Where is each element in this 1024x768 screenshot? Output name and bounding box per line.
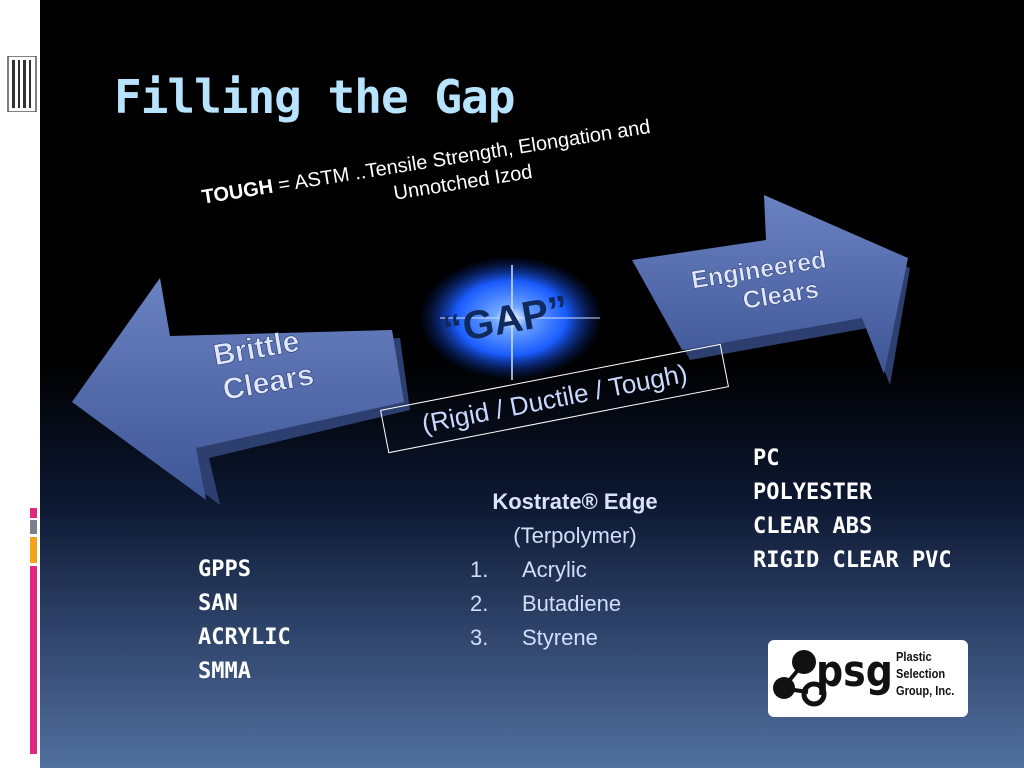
list-item: 1. Acrylic <box>450 553 700 587</box>
logo-line: Plastic <box>896 649 932 664</box>
list-number: 3. <box>470 625 489 650</box>
engineered-clears-arrow <box>632 195 910 385</box>
list-item: 2. Butadiene <box>450 587 700 621</box>
accent-stripe-orange <box>30 537 37 563</box>
list-item: SAN <box>198 591 238 616</box>
document-lines-icon <box>7 56 37 112</box>
left-sidebar <box>0 0 40 768</box>
list-item: PC <box>753 446 780 471</box>
kostrate-subheading: (Terpolymer) <box>513 523 637 548</box>
list-item: RIGID CLEAR PVC <box>753 548 952 573</box>
list-item: 3. Styrene <box>450 621 700 655</box>
accent-stripe-magenta <box>30 566 37 754</box>
psg-logo-text: Plastic Selection Group, Inc. <box>896 648 954 699</box>
brittle-materials-list: GPPS SAN ACRYLIC SMMA <box>198 553 291 689</box>
psg-logo-mark-icon: psg <box>773 645 893 707</box>
brittle-clears-arrow <box>72 278 410 505</box>
list-item: CLEAR ABS <box>753 514 873 539</box>
logo-line: Group, Inc. <box>896 683 955 698</box>
list-item-text: Acrylic <box>522 557 587 582</box>
engineered-materials-list: PC POLYESTER CLEAR ABS RIGID CLEAR PVC <box>753 442 952 578</box>
list-item: POLYESTER <box>753 480 873 505</box>
kostrate-block: Kostrate® Edge (Terpolymer) 1. Acrylic 2.… <box>450 485 700 655</box>
list-item-text: Butadiene <box>522 591 622 616</box>
kostrate-heading: Kostrate® Edge <box>492 489 658 514</box>
list-item-text: Styrene <box>522 625 598 650</box>
accent-stripe-gray <box>30 520 37 534</box>
accent-stripe-pink <box>30 508 37 518</box>
slide-title: Filling the Gap <box>114 70 515 124</box>
psg-logo: psg Plastic Selection Group, Inc. <box>768 640 968 717</box>
psg-logo-mark: psg <box>816 645 893 696</box>
list-item: GPPS <box>198 557 251 582</box>
list-item: ACRYLIC <box>198 625 291 650</box>
logo-line: Selection <box>896 666 946 681</box>
list-number: 1. <box>470 557 489 582</box>
list-number: 2. <box>470 591 489 616</box>
list-item: SMMA <box>198 659 251 684</box>
